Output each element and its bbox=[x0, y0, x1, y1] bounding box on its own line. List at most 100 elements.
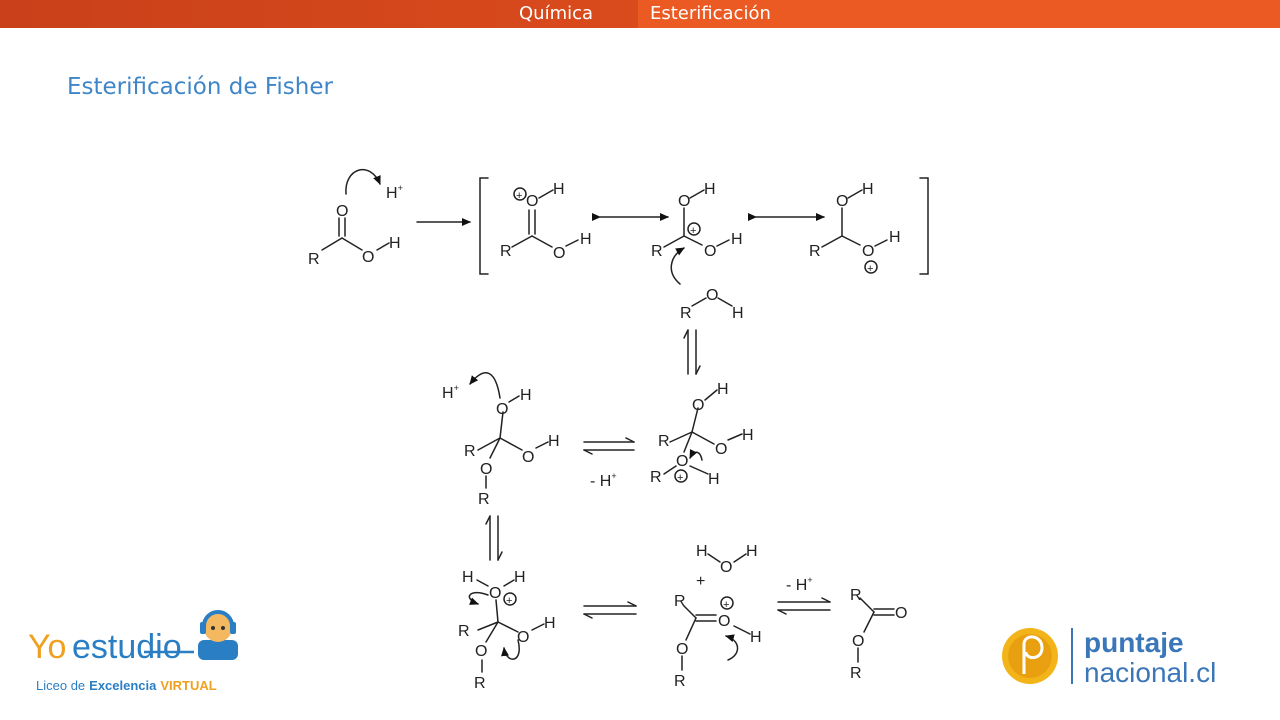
atom-h: H bbox=[514, 569, 526, 586]
curved-arrow-alcohol-attack bbox=[670, 247, 685, 285]
resonance-structure-c bbox=[821, 189, 888, 274]
atom-o: O bbox=[475, 643, 487, 660]
puntaje-nacional-logo: puntaje nacional.cl bbox=[1002, 627, 1216, 688]
slide-title: Esterificación de Fisher bbox=[67, 74, 333, 100]
atom-h: H bbox=[862, 181, 874, 198]
atom-o: O bbox=[480, 461, 492, 478]
atom-r: R bbox=[651, 243, 663, 260]
charge-plus: + bbox=[506, 595, 512, 607]
atom-o: O bbox=[704, 243, 716, 260]
equilibrium-arrows-vertical-1 bbox=[683, 329, 701, 375]
atom-h: H bbox=[520, 387, 532, 404]
atom-h: H bbox=[462, 569, 474, 586]
atom-h: H bbox=[389, 235, 401, 252]
equilibrium-arrows-vertical-2 bbox=[485, 515, 503, 561]
protonated-ester bbox=[681, 596, 751, 671]
atom-h: H bbox=[704, 181, 716, 198]
atom-o: O bbox=[720, 559, 732, 576]
logo-estudio: estudio bbox=[72, 628, 182, 666]
atom-r: R bbox=[464, 443, 476, 460]
atom-r: R bbox=[650, 469, 662, 486]
atom-h: H bbox=[696, 543, 708, 560]
atom-o: O bbox=[836, 193, 848, 210]
atom-o: O bbox=[676, 641, 688, 658]
atom-h: H bbox=[889, 229, 901, 246]
curved-arrow-proton-transfer bbox=[469, 372, 501, 399]
resonance-structure-b bbox=[663, 189, 730, 248]
atom-o: O bbox=[678, 193, 690, 210]
atom-r: R bbox=[308, 251, 320, 268]
resonance-structure-a bbox=[511, 187, 579, 248]
equilibrium-arrows-horizontal-3 bbox=[777, 597, 831, 615]
atom-o: O bbox=[706, 287, 718, 304]
charge-plus: + bbox=[723, 599, 729, 611]
equilibrium-arrows-horizontal-1 bbox=[583, 437, 635, 455]
atom-o: O bbox=[336, 203, 348, 220]
atom-o: O bbox=[895, 605, 907, 622]
alcohol bbox=[691, 297, 733, 307]
logo-yo: Yo bbox=[28, 628, 66, 666]
atom-h: H bbox=[742, 427, 754, 444]
puntaje-emblem-icon bbox=[1002, 628, 1058, 684]
label-minus-proton: - H+ bbox=[590, 471, 617, 490]
label-minus-proton: - H+ bbox=[786, 575, 813, 594]
atom-o: O bbox=[862, 243, 874, 260]
puntaje-line1: puntaje bbox=[1084, 627, 1184, 658]
charge-plus: + bbox=[516, 190, 522, 202]
curved-arrow-water-leaving bbox=[468, 591, 489, 605]
atom-o: O bbox=[362, 249, 374, 266]
atom-o: O bbox=[517, 629, 529, 646]
atom-r: R bbox=[474, 675, 486, 692]
atom-o: O bbox=[522, 449, 534, 466]
atom-o: O bbox=[718, 613, 730, 630]
atom-h: H bbox=[708, 471, 720, 488]
atom-h: H bbox=[732, 305, 744, 322]
bracket-left bbox=[479, 177, 489, 275]
label-proton: H+ bbox=[386, 183, 403, 202]
curved-arrow-final-deprotonation bbox=[725, 634, 739, 661]
atom-r: R bbox=[458, 623, 470, 640]
charge-plus: + bbox=[867, 263, 873, 275]
atom-h: H bbox=[750, 629, 762, 646]
atom-o: O bbox=[852, 633, 864, 650]
atom-r: R bbox=[850, 587, 862, 604]
oxonium-intermediate bbox=[663, 389, 743, 483]
curved-arrow-reform-carbonyl bbox=[501, 639, 520, 660]
curved-arrow-protonation bbox=[345, 168, 381, 195]
charge-plus: + bbox=[690, 225, 696, 237]
plus-sign: + bbox=[696, 573, 705, 590]
atom-o: O bbox=[676, 453, 688, 470]
atom-r: R bbox=[478, 491, 490, 508]
mascot-icon bbox=[198, 610, 238, 660]
atom-h: H bbox=[544, 615, 556, 632]
atom-r: R bbox=[680, 305, 692, 322]
ester-product bbox=[857, 597, 895, 663]
atom-o: O bbox=[553, 245, 565, 262]
curved-arrow-deprotonation bbox=[689, 449, 703, 461]
charge-plus: + bbox=[677, 472, 683, 484]
header-topic: Esterificación bbox=[650, 3, 771, 24]
protonated-intermediate bbox=[476, 579, 545, 673]
header-topic-section bbox=[638, 0, 1280, 28]
puntaje-line2: nacional.cl bbox=[1084, 657, 1216, 688]
atom-o: O bbox=[692, 397, 704, 414]
atom-o: O bbox=[526, 193, 538, 210]
equilibrium-arrows-horizontal-2 bbox=[583, 601, 637, 619]
header-subject: Química bbox=[519, 3, 594, 24]
atom-o: O bbox=[496, 401, 508, 418]
atom-o: O bbox=[489, 585, 501, 602]
atom-h: H bbox=[580, 231, 592, 248]
atom-h: H bbox=[553, 181, 565, 198]
atom-r: R bbox=[674, 593, 686, 610]
header-bar: Química Esterificación bbox=[0, 0, 1280, 28]
label-proton: H+ bbox=[442, 383, 459, 402]
atom-r: R bbox=[850, 665, 862, 682]
atom-h: H bbox=[548, 433, 560, 450]
atom-r: R bbox=[658, 433, 670, 450]
tetrahedral-intermediate bbox=[477, 395, 549, 489]
bracket-right bbox=[919, 177, 929, 275]
atom-h: H bbox=[746, 543, 758, 560]
